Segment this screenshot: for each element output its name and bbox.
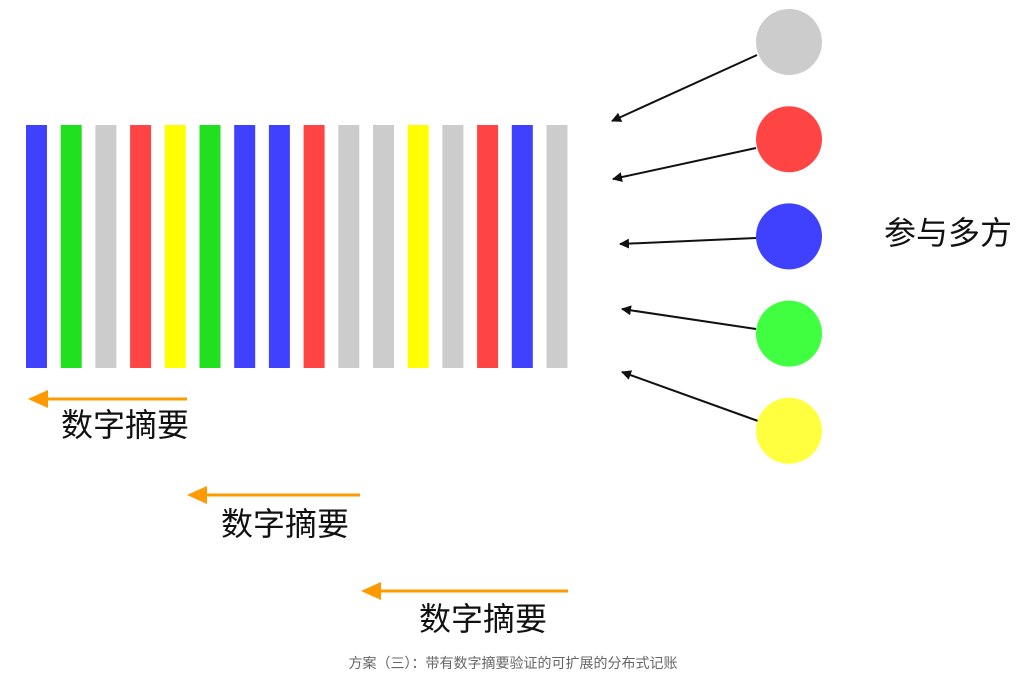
participant-node [756,106,822,173]
ledger-block [373,125,394,368]
ledger-block [407,125,429,368]
ledger-block [546,125,568,368]
ledger-block [268,125,290,368]
ledger-block [477,125,499,368]
digest-label: 数字摘要 [61,406,189,444]
ledger-block [303,125,325,368]
participant-arrows [611,54,759,422]
participant-node [756,203,822,270]
ledger-block [164,125,186,368]
digest-arrowhead [28,390,48,408]
figure-caption: 方案（三）：带有数字摘要验证的可扩展的分布式记账 [348,656,678,672]
digest-arrowhead [361,582,381,600]
digest-2: 数字摘要 [187,486,360,543]
ledger-block [26,125,47,368]
ledger-block [130,125,152,368]
participant-node [756,9,822,75]
participant-arrow [621,305,757,330]
participant-node [756,300,822,367]
participants [756,9,822,464]
participant-arrow [611,54,758,122]
digest-chain: 数字摘要 数字摘要 数字摘要 [28,390,568,638]
digest-3: 数字摘要 [361,582,568,638]
ledger-block [60,125,82,368]
ledger-block [338,125,360,368]
distributed-ledger-diagram: 参与多方 数字摘要 数字摘要 数字摘要 [26,9,1012,638]
participant-arrow [612,147,757,182]
digest-1: 数字摘要 [28,390,189,444]
digest-label: 数字摘要 [221,505,349,543]
ledger-blocks [26,125,568,368]
digest-label: 数字摘要 [419,600,547,638]
ledger-block [511,125,533,368]
participant-arrow [619,237,757,249]
digest-arrowhead [187,486,207,504]
ledger-block [442,125,464,368]
participants-label: 参与多方 [884,214,1012,252]
ledger-block [199,125,221,368]
ledger-block [95,125,117,368]
ledger-block [234,125,256,368]
participant-node [756,397,822,464]
participant-arrow [621,370,759,422]
